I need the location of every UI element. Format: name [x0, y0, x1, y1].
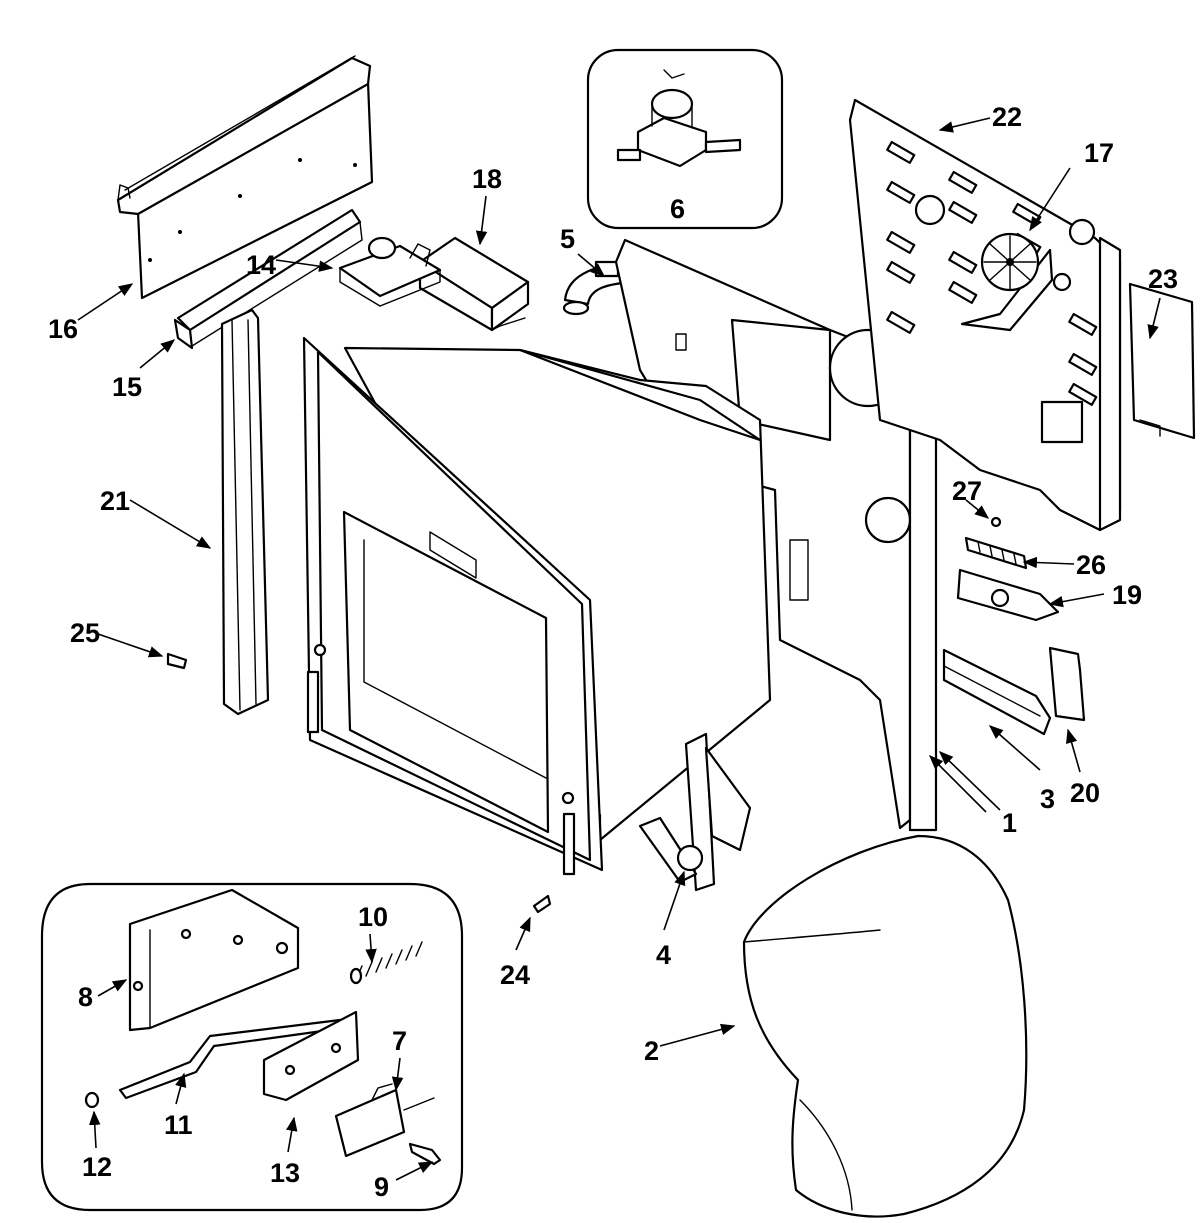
part-17-fan [960, 232, 1054, 332]
callout-22: 22 [992, 102, 1022, 132]
callout-17: 17 [1084, 138, 1114, 168]
part-23-cover-plate [1128, 282, 1196, 440]
part-26-terminal-block [964, 536, 1028, 570]
callout-8: 8 [78, 982, 93, 1012]
part-12-nut [84, 1091, 100, 1109]
callout-10: 10 [358, 902, 388, 932]
part-27-screw [990, 516, 1002, 528]
part-24-screw [532, 894, 552, 914]
callout-24: 24 [500, 960, 530, 990]
oven-cavity [302, 336, 772, 876]
inset-6 [586, 48, 784, 230]
callout-2: 2 [644, 1036, 659, 1066]
inset-latch [40, 882, 464, 1212]
callout-3: 3 [1040, 784, 1055, 814]
callout-9: 9 [374, 1172, 389, 1202]
part-19-bracket [956, 568, 1060, 622]
part-4-hinge [638, 732, 752, 892]
callout-4: 4 [656, 940, 671, 970]
part-25-screw [166, 652, 188, 670]
part-7-microswitch [334, 1083, 435, 1158]
part-10-spring [349, 941, 423, 985]
part-20-card [1048, 646, 1086, 722]
part-2-insulation [742, 834, 1028, 1218]
part-16-top-panel [116, 55, 374, 300]
part-6-thermal-fuse [616, 69, 742, 168]
callout-16: 16 [48, 314, 78, 344]
callout-25: 25 [70, 618, 100, 648]
callout-26: 26 [1076, 550, 1106, 580]
part-9-screw [408, 1142, 442, 1166]
part-3-lower-rail [942, 648, 1052, 736]
callout-5: 5 [560, 224, 575, 254]
callout-20: 20 [1070, 778, 1100, 808]
callout-11: 11 [164, 1110, 193, 1140]
part-21-side-strip [220, 308, 270, 716]
callout-12: 12 [82, 1152, 112, 1182]
callout-27: 27 [952, 476, 982, 506]
callout-21: 21 [100, 486, 130, 516]
callout-14: 14 [246, 250, 276, 280]
callout-labels: 1 2 3 4 5 6 7 8 9 10 11 12 13 14 15 16 1… [48, 102, 1178, 1202]
callout-19: 19 [1112, 580, 1142, 610]
callout-23: 23 [1148, 264, 1178, 294]
callout-6: 6 [670, 194, 685, 224]
callout-1: 1 [1002, 808, 1017, 838]
callout-18: 18 [472, 164, 502, 194]
part-8-bracket [128, 888, 300, 1032]
part-18-box-cover [418, 236, 530, 332]
callout-13: 13 [270, 1158, 300, 1188]
callout-7: 7 [392, 1026, 407, 1056]
callout-15: 15 [112, 372, 142, 402]
leader-lines [77, 117, 1161, 1181]
part-13-plate [262, 1010, 360, 1102]
part-14-switch [338, 236, 442, 307]
